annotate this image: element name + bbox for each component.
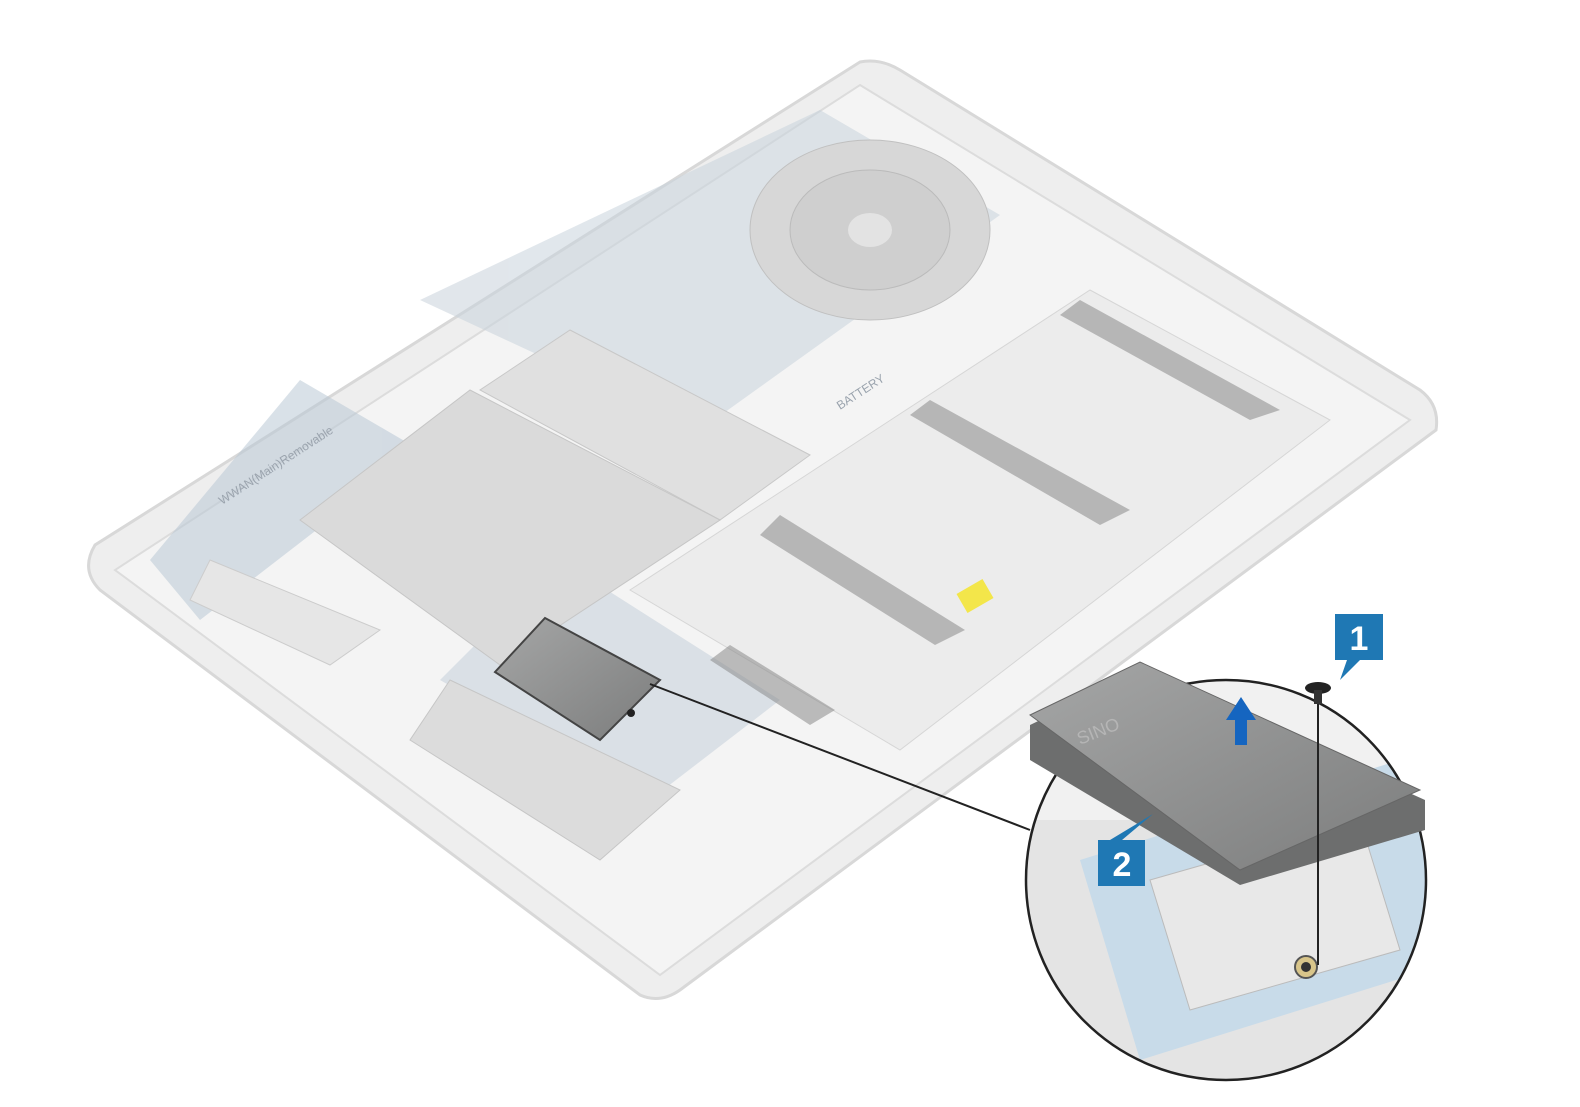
magnification-leader bbox=[649, 683, 1031, 831]
cpu-shields: WWAN(Main)Removable bbox=[189, 329, 811, 861]
screw bbox=[1305, 682, 1331, 965]
fan bbox=[749, 139, 991, 321]
callout-2: 2 bbox=[1098, 814, 1153, 886]
svg-text:1: 1 bbox=[1350, 620, 1369, 658]
svg-text:2: 2 bbox=[1113, 846, 1132, 884]
ssd-shield-lifted: SINO bbox=[1029, 661, 1425, 885]
callout-1: 1 bbox=[1335, 614, 1383, 680]
lift-arrow-icon bbox=[1226, 697, 1256, 745]
ssd-shield-installed bbox=[493, 616, 662, 742]
